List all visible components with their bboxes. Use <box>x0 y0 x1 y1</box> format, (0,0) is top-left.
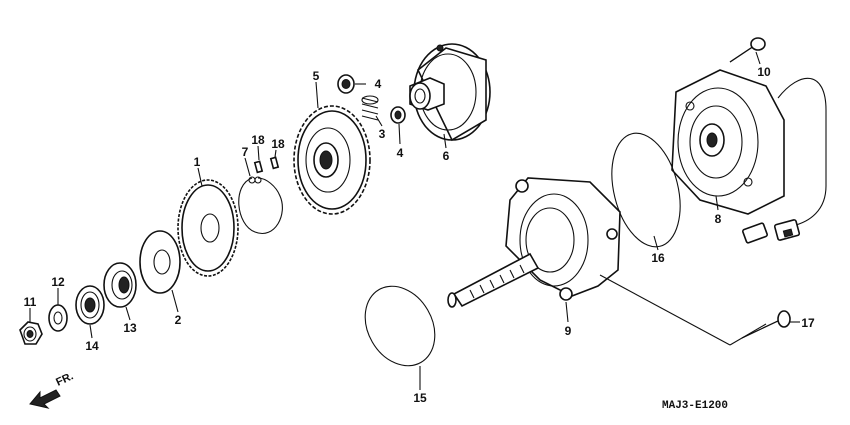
part-8-starter-motor <box>671 69 827 244</box>
part-3-spring <box>361 95 379 121</box>
part-7-snap-ring <box>238 176 283 235</box>
callout-13: 13 <box>123 321 137 335</box>
callout-14: 14 <box>85 339 99 353</box>
callout-10: 10 <box>757 65 771 79</box>
part-11-nut <box>19 321 43 345</box>
part-6-clutch-outer <box>409 43 491 142</box>
front-direction-arrow <box>29 389 61 409</box>
callout-4-top: 4 <box>375 77 382 91</box>
part-12-washer <box>48 304 68 332</box>
callout-3: 3 <box>379 127 386 141</box>
callout-8: 8 <box>715 212 722 226</box>
part-4-cap-lower <box>390 106 406 124</box>
callout-7: 7 <box>242 145 249 159</box>
diagram-code: MAJ3-E1200 <box>662 400 728 412</box>
front-direction-label: FR. <box>54 370 75 388</box>
part-5-clutch <box>293 105 371 215</box>
callout-5: 5 <box>313 69 320 83</box>
part-15-o-ring <box>364 285 436 367</box>
callout-15: 15 <box>413 391 427 405</box>
part-18-pins <box>253 156 280 174</box>
part-2-washer <box>139 230 181 294</box>
part-4-cap-top <box>337 74 355 94</box>
callout-4-lower: 4 <box>397 146 404 160</box>
part-9-gear-housing <box>447 177 621 308</box>
part-16-o-ring <box>611 132 681 248</box>
part-13-bearing <box>103 262 137 308</box>
callout-12: 12 <box>51 275 65 289</box>
part-10-bolt <box>729 37 766 63</box>
callout-2: 2 <box>175 313 182 327</box>
callout-11: 11 <box>24 295 37 309</box>
callout-9: 9 <box>565 324 572 338</box>
callout-18-left: 18 <box>251 133 265 147</box>
callout-17: 17 <box>801 316 815 330</box>
callout-6: 6 <box>443 149 450 163</box>
callout-1: 1 <box>194 155 201 169</box>
part-1-driven-gear <box>177 179 239 277</box>
part-17-bolt <box>741 310 791 339</box>
part-14-bearing <box>75 285 105 325</box>
callout-16: 16 <box>651 251 665 265</box>
callout-18-right: 18 <box>271 137 285 151</box>
